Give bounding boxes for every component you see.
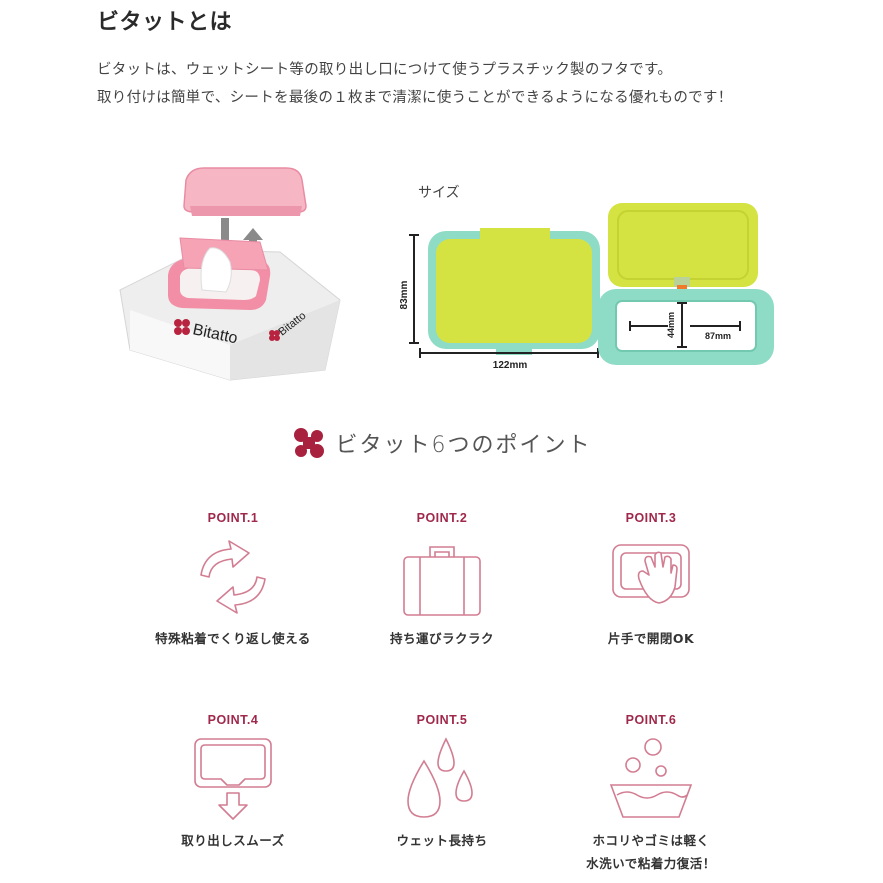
point-2: POINT.2 持ち運びラクラク	[342, 511, 542, 650]
point-4-caption: 取り出しスムーズ	[181, 833, 285, 848]
point-1: POINT.1 特殊粘着でくり返し使える	[133, 511, 333, 650]
point-2-label: POINT.2	[416, 511, 468, 525]
width-dimension	[419, 348, 599, 358]
size-diagram: 83mm 122mm 44mm 87mm	[400, 203, 774, 371]
suitcase-icon	[403, 546, 481, 616]
point-3: POINT.3 片手で開閉OK	[551, 511, 751, 650]
point-1-label: POINT.1	[207, 511, 259, 525]
size-label: サイズ	[418, 185, 460, 201]
dispense-arrow-icon	[194, 738, 272, 820]
hand-on-lid-icon	[612, 544, 690, 604]
bitatto-logo-icon	[293, 428, 324, 458]
opening-width-value: 87mm	[705, 331, 731, 341]
wash-basin-icon	[609, 738, 693, 818]
points-section-heading: ビタット6つのポイント	[0, 426, 883, 460]
point-3-label: POINT.3	[625, 511, 677, 525]
point-1-caption: 特殊粘着でくり返し使える	[155, 631, 311, 646]
point-5-label: POINT.5	[416, 713, 468, 727]
refresh-arrows-icon	[200, 540, 266, 614]
point-6-caption-line-1: ホコリやゴミは軽く	[592, 833, 710, 848]
point-2-caption: 持ち運びラクラク	[389, 631, 494, 646]
water-drops-icon	[407, 737, 473, 818]
point-5-caption: ウェット長持ち	[396, 833, 488, 848]
open-lid-product	[598, 203, 774, 365]
width-value: 122mm	[493, 360, 528, 371]
opening-dimensions	[629, 302, 741, 348]
floating-lid	[183, 167, 307, 216]
intro-line-1: ビタットは、ウェットシート等の取り出し口につけて使うプラスチック製のフタです。	[97, 62, 673, 78]
intro-line-2: 取り付けは簡単で、シートを最後の１枚まで清潔に使うことができるようになる優れもの…	[97, 90, 733, 106]
point-4: POINT.4 取り出しスムーズ	[133, 713, 333, 852]
opening-height-value: 44mm	[666, 312, 676, 338]
point-6: POINT.6 ホコリやゴミは軽く 水洗いで粘着力復活！	[551, 713, 751, 875]
intro-text: ビタットは、ウェットシート等の取り出し口につけて使うプラスチック製のフタです。 …	[97, 56, 733, 112]
page-title: ビタットとは	[97, 10, 233, 35]
point-5: POINT.5 ウェット長持ち	[342, 713, 542, 852]
point-6-caption-line-2: 水洗いで粘着力復活！	[586, 856, 716, 871]
point-3-caption: 片手で開閉OK	[607, 631, 695, 646]
point-6-caption: ホコリやゴミは軽く 水洗いで粘着力復活！	[551, 829, 751, 875]
point-4-label: POINT.4	[207, 713, 259, 727]
wet-wipe-pack: Bitatto Bitatto	[119, 237, 341, 381]
points-section-title: ビタット6つのポイント	[335, 433, 592, 458]
height-dimension	[409, 234, 419, 344]
height-value: 83mm	[400, 280, 410, 309]
point-6-label: POINT.6	[625, 713, 677, 727]
product-illustration: Bitatto Bitatto	[119, 167, 341, 381]
closed-lid-product	[428, 228, 600, 355]
